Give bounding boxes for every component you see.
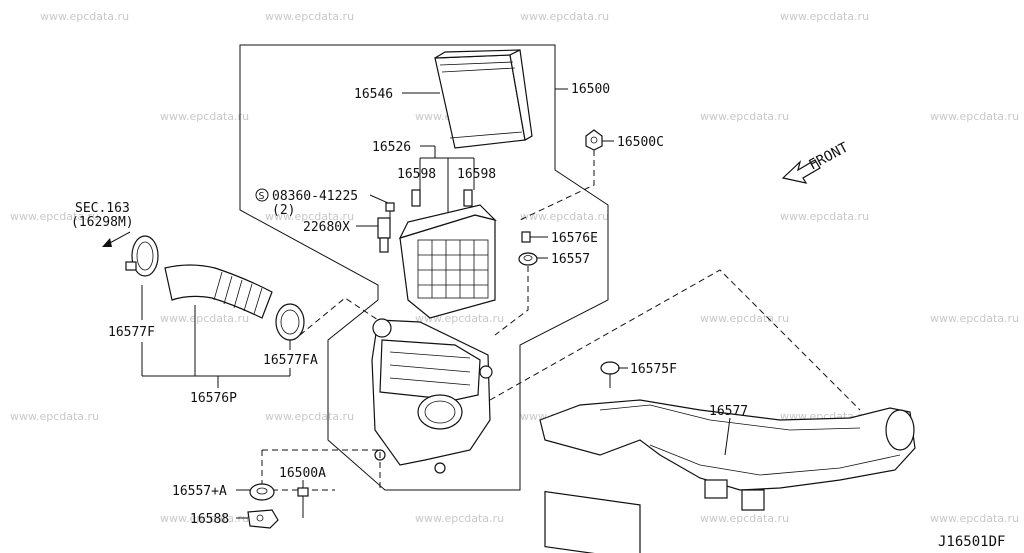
- section-ref-line1[interactable]: SEC.163: [75, 201, 130, 216]
- watermark: www.epcdata.ru: [265, 410, 354, 423]
- clip-16598-left: [411, 189, 421, 207]
- front-direction-arrow: FRONT: [781, 139, 852, 184]
- connector-line: [299, 297, 379, 336]
- part-label-16500c[interactable]: 16500C: [617, 135, 664, 150]
- part-label-16598-right[interactable]: 16598: [457, 167, 496, 182]
- watermark: www.epcdata.ru: [40, 10, 129, 23]
- part-label-16577f[interactable]: 16577F: [108, 325, 155, 340]
- assembly-boundary: [239, 44, 609, 491]
- watermark: www.epcdata.ru: [930, 512, 1019, 525]
- part-label-16557a[interactable]: 16557+A: [172, 484, 227, 499]
- watermark: www.epcdata.ru: [700, 512, 789, 525]
- part-label-16598-left[interactable]: 16598: [397, 167, 436, 182]
- watermark: www.epcdata.ru: [520, 210, 609, 223]
- air-cleaner-cover: [398, 204, 497, 319]
- watermark: www.epcdata.ru: [10, 410, 99, 423]
- diagram-reference-code: J16501DF: [938, 534, 1005, 550]
- part-labels: 16546 16500 16500C 16526 16598 16598 S 0…: [71, 82, 1005, 550]
- part-label-16500a[interactable]: 16500A: [279, 466, 326, 481]
- watermark: www.epcdata.ru: [265, 10, 354, 23]
- bolt-16500a: [297, 487, 309, 518]
- watermark: www.epcdata.ru: [265, 210, 354, 223]
- watermark: www.epcdata.ru: [520, 10, 609, 23]
- watermark: www.epcdata.ru: [930, 110, 1019, 123]
- watermark: www.epcdata.ru: [700, 110, 789, 123]
- grommet-16557: [518, 252, 538, 266]
- watermark: www.epcdata.ru: [160, 512, 249, 525]
- bracket-16588: [247, 509, 279, 529]
- part-label-16557[interactable]: 16557: [551, 252, 590, 267]
- part-label-16575f[interactable]: 16575F: [630, 362, 677, 377]
- air-inlet-duct-16577: [539, 399, 916, 553]
- watermark: www.epcdata.ru: [930, 312, 1019, 325]
- watermark: www.epcdata.ru: [415, 512, 504, 525]
- air-cleaner-case: [371, 318, 493, 474]
- intake-duct-16576p: [164, 264, 273, 319]
- grommet-16557a: [249, 483, 275, 501]
- leader-lines: [141, 88, 731, 519]
- grommet-16576e: [521, 231, 531, 243]
- clip-16575f: [600, 361, 620, 388]
- part-label-22680x[interactable]: 22680X: [303, 220, 350, 235]
- connector-line: [494, 266, 529, 336]
- part-label-16526[interactable]: 16526: [372, 140, 411, 155]
- clamp-16577fa: [275, 303, 305, 341]
- bolt-code-symbol: S: [255, 188, 269, 202]
- part-label-16577fa[interactable]: 16577FA: [263, 353, 318, 368]
- watermark: www.epcdata.ru: [10, 210, 99, 223]
- part-label-16576e[interactable]: 16576E: [551, 231, 598, 246]
- bolt-quantity: (2): [272, 203, 295, 218]
- connector-line: [519, 150, 595, 221]
- watermark: www.epcdata.ru: [780, 210, 869, 223]
- part-label-16576p[interactable]: 16576P: [190, 391, 237, 406]
- clamp-16577f: [125, 235, 159, 277]
- part-label-08360-41225[interactable]: 08360-41225: [272, 189, 358, 204]
- svg-text:S: S: [259, 191, 265, 202]
- air-filter-element: [434, 49, 533, 149]
- watermark: www.epcdata.ru: [700, 312, 789, 325]
- bolt-16500c: [585, 129, 603, 151]
- part-label-16577[interactable]: 16577: [709, 404, 748, 419]
- watermark: www.epcdata.ru: [160, 110, 249, 123]
- part-label-16546[interactable]: 16546: [354, 87, 393, 102]
- watermark-layer: www.epcdata.ru www.epcdata.ru www.epcdat…: [10, 10, 1019, 525]
- watermark: www.epcdata.ru: [780, 10, 869, 23]
- front-label: FRONT: [806, 139, 851, 173]
- section-arrow: [102, 231, 131, 247]
- mass-air-flow-sensor: [377, 217, 391, 253]
- section-ref-line2[interactable]: (16298M): [71, 215, 134, 230]
- clip-16598-right: [463, 189, 473, 207]
- connector-line: [262, 449, 381, 490]
- part-label-16588[interactable]: 16588: [190, 512, 229, 527]
- connector-line: [489, 269, 861, 411]
- watermark: www.epcdata.ru: [160, 312, 249, 325]
- part-label-16500[interactable]: 16500: [571, 82, 610, 97]
